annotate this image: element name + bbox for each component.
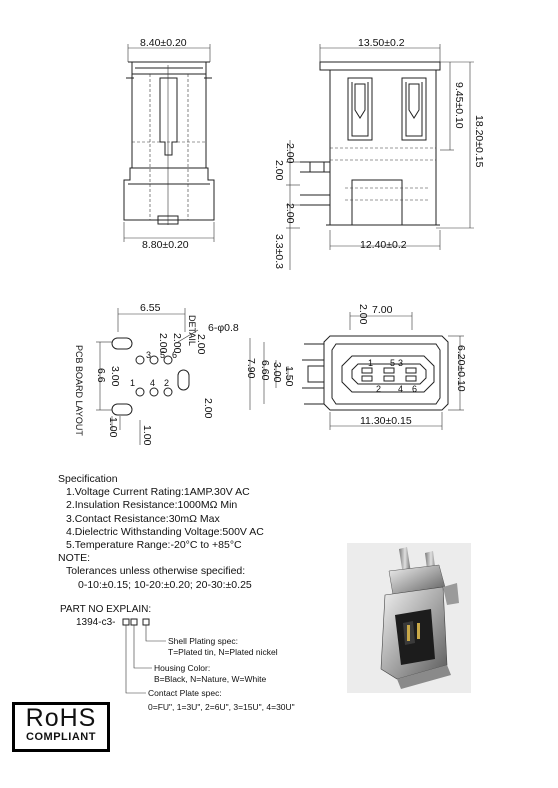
connector-photo-illustration xyxy=(380,547,459,689)
rohs-subtitle: COMPLIANT xyxy=(26,731,96,743)
dim-face-660: 6.60 xyxy=(259,360,271,381)
pcb-pin-1: 1 xyxy=(130,378,135,388)
dim-left-200a: 2.00 xyxy=(284,143,296,164)
pcb-pin-4: 4 xyxy=(150,378,155,388)
pcb-pin-3: 3 xyxy=(146,350,151,360)
dim-pcb-66: 6.6 xyxy=(95,368,107,383)
face-pin-5: 5 xyxy=(390,358,395,368)
pcb-layout: PCB BOARD LAYOUT 6.55 DETAIL 6-φ0.8 1 4 … xyxy=(74,302,239,446)
dim-pcb-655: 6.55 xyxy=(140,302,161,314)
spec-line-5: 5.Temperature Range:-20°C to +85°C xyxy=(66,539,242,552)
face-pin-3: 3 xyxy=(398,358,403,368)
rohs-logo: RoHS COMPLIANT xyxy=(12,702,110,752)
housing-color-label: Housing Color: xyxy=(154,663,211,673)
side-view-top-left: 8.40±0.20 8.80±0.20 xyxy=(123,37,215,251)
dim-face-1130: 11.30±0.15 xyxy=(360,415,412,427)
dim-bottom-right-width: 12.40±0.2 xyxy=(360,239,407,251)
dim-left-200c: 2.00 xyxy=(284,203,296,224)
pcb-detail-label: DETAIL xyxy=(187,315,197,346)
pcb-pin-6: 6 xyxy=(172,350,177,360)
connector-photo xyxy=(347,543,471,693)
dim-face-300: 3.00 xyxy=(271,362,283,383)
face-pin-1: 1 xyxy=(368,358,373,368)
dim-height-945: 9.45±0.10 xyxy=(453,82,465,129)
part-explain-leaders xyxy=(122,618,166,694)
part-code: 1394-c3- xyxy=(76,617,116,628)
note-heading: NOTE: xyxy=(58,552,91,565)
dim-pcb-200b: 2.00 xyxy=(171,333,183,354)
dim-face-150: 1.50 xyxy=(283,366,295,387)
dim-face-700: 7.00 xyxy=(372,304,393,316)
part-heading: PART NO EXPLAIN: xyxy=(60,604,152,615)
specification-block: Specification 1.Voltage Current Rating:1… xyxy=(58,473,348,592)
dim-pcb-200d: 2.00 xyxy=(202,398,214,419)
dim-left-33: 3.3±0.3 xyxy=(273,234,285,269)
dim-face-200: 2.00 xyxy=(357,304,369,325)
housing-color-options: B=Black, N=Nature, W=White xyxy=(154,674,267,684)
shell-plating-options: T=Plated tin, N=Plated nickel xyxy=(168,647,278,657)
dim-face-790: 7.90 xyxy=(245,358,257,379)
shell-plating-label: Shell Plating spec: xyxy=(168,636,238,646)
dim-pcb-100b: 1.00 xyxy=(141,425,153,446)
dim-height-1820: 18.20±0.15 xyxy=(473,115,485,168)
contact-plate-options: 0=FU", 1=3U", 2=6U", 3=15U", 4=30U" xyxy=(148,702,295,712)
pcb-pin-2: 2 xyxy=(164,378,169,388)
note-line-2: 0-10:±0.15; 10-20:±0.20; 20-30:±0.25 xyxy=(78,578,252,591)
spec-line-1: 1.Voltage Current Rating:1AMP.30V AC xyxy=(66,486,250,499)
dim-left-200b: 2.00 xyxy=(273,160,285,181)
dim-bottom-left-width: 8.80±0.20 xyxy=(142,239,189,251)
dim-pcb-200a: 2.00 xyxy=(157,333,169,354)
dim-top-right-width: 13.50±0.2 xyxy=(358,37,405,49)
face-pin-2: 2 xyxy=(376,384,381,394)
spec-line-3: 3.Contact Resistance:30mΩ Max xyxy=(66,512,220,525)
dim-pcb-100a: 1.00 xyxy=(107,417,119,438)
side-view-top-right: 13.50±0.2 12.40±0.2 9.45±0.10 18.20±0.15 xyxy=(273,37,485,270)
note-line-1: Tolerances unless otherwise specified: xyxy=(66,565,246,578)
front-face-view: 7.00 2.00 1 3 5 2 4 6 7.90 6.60 3.00 1.5… xyxy=(245,304,467,430)
spec-line-4: 4.Dielectric Withstanding Voltage:500V A… xyxy=(66,525,264,538)
spec-line-2: 2.Insulation Resistance:1000MΩ Min xyxy=(66,499,238,512)
rohs-title: RoHS xyxy=(25,704,97,732)
dim-pcb-200c: 2.00 xyxy=(195,334,207,355)
face-pin-4: 4 xyxy=(398,384,403,394)
pcb-pin-5: 5 xyxy=(160,350,165,360)
spec-heading: Specification xyxy=(58,473,118,485)
dim-pcb-300: 3.00 xyxy=(109,366,121,387)
dim-pcb-6phi: 6-φ0.8 xyxy=(208,322,239,334)
face-pin-6: 6 xyxy=(412,384,417,394)
pcb-layout-label: PCB BOARD LAYOUT xyxy=(74,345,84,436)
dim-top-left-width: 8.40±0.20 xyxy=(140,37,187,49)
dim-face-620: 6.20±0.10 xyxy=(455,345,467,392)
contact-plate-label: Contact Plate spec: xyxy=(148,688,222,698)
